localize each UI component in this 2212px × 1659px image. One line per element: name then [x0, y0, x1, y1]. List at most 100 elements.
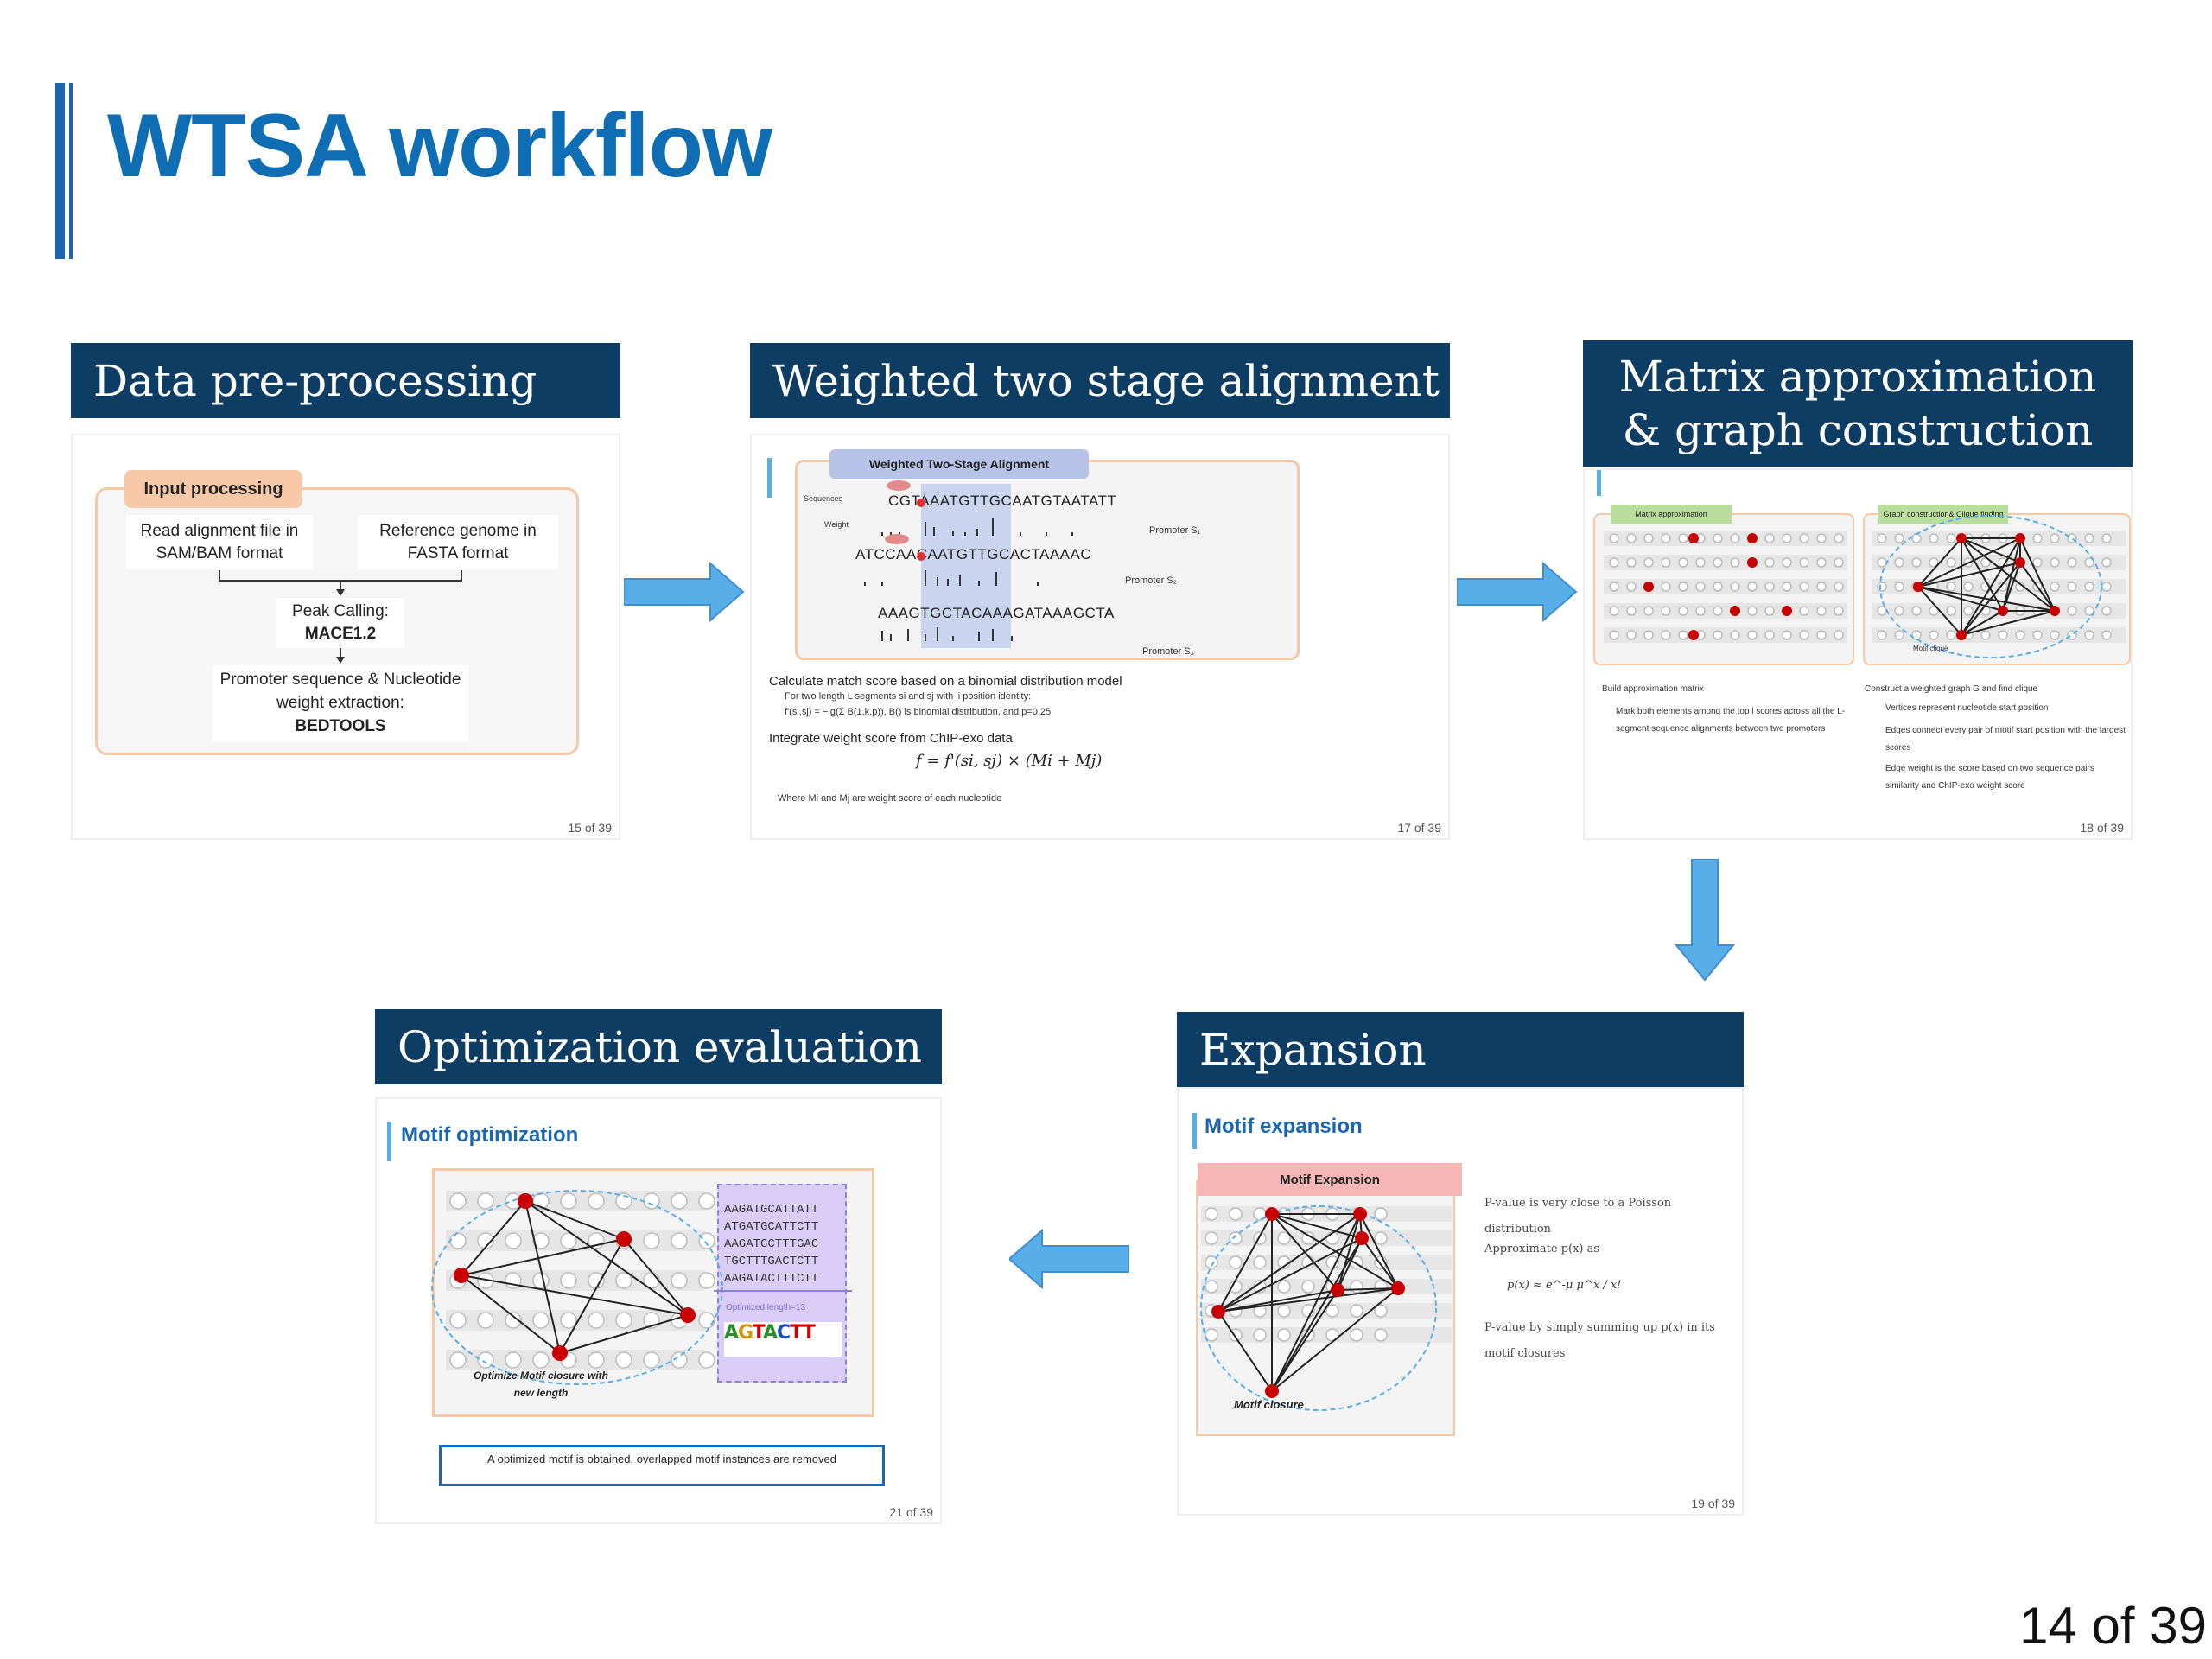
grid-circle	[1713, 630, 1723, 640]
grid-circle	[1205, 1207, 1218, 1221]
grid-circle	[1678, 557, 1688, 568]
grid-circle	[1205, 1255, 1218, 1269]
matrix-grid	[1604, 515, 2126, 658]
grid-circle	[698, 1272, 715, 1289]
graph-edge	[1917, 537, 2021, 588]
matrix-row	[1604, 627, 1847, 643]
expansion-b1: P-value is very close to a Poisson distr…	[1484, 1197, 1672, 1236]
grid-circle	[1834, 630, 1844, 640]
arrow-right-icon	[624, 562, 745, 622]
graph-edge	[1359, 1213, 1399, 1289]
grid-circle	[532, 1232, 550, 1249]
graph-edge	[2019, 537, 2056, 612]
graph-node	[1913, 582, 1923, 592]
grid-circle	[1609, 630, 1619, 640]
step1a-text: For two length L segments si and sj with…	[785, 691, 1032, 702]
grid-circle	[1799, 582, 1809, 592]
matrix-marked-cell	[1688, 630, 1699, 640]
alignment-highlight	[921, 484, 1011, 648]
graph-node	[1331, 1283, 1344, 1297]
graph-edge	[461, 1274, 561, 1354]
graph-edge	[1217, 1213, 1273, 1313]
graph-edge	[524, 1200, 561, 1354]
grid-circle	[1894, 557, 1904, 568]
grid-circle	[2101, 606, 2112, 616]
seq-label: Sequences	[804, 494, 843, 503]
graph-edge	[1271, 1289, 1338, 1392]
matrix-header: Matrix approximation & graph constructio…	[1583, 340, 2133, 467]
grid-circle	[1998, 630, 2008, 640]
grid-circle	[1374, 1304, 1388, 1318]
title-accent-bar	[55, 83, 65, 259]
grid-circle	[1998, 582, 2008, 592]
grid-circle	[1713, 606, 1723, 616]
grid-circle	[1747, 630, 1758, 640]
grid-circle	[2032, 557, 2043, 568]
grid-circle	[560, 1232, 577, 1249]
optimization-accent	[387, 1122, 391, 1161]
grid-circle	[2050, 630, 2060, 640]
clique-label: Motif clique	[1913, 645, 1948, 652]
graph-node	[518, 1193, 533, 1209]
graph-edge	[1271, 1213, 1361, 1392]
grid-circle	[1782, 533, 1792, 543]
grid-circle	[2084, 606, 2094, 616]
grid-circle	[449, 1192, 467, 1210]
matrix-row	[1604, 603, 1847, 619]
grid-circle	[505, 1312, 522, 1329]
grid-circle	[1730, 630, 1740, 640]
alignment-formula: f = f'(si, sj) × (Mi + Mj)	[916, 752, 1103, 770]
matrix-marked-cell	[1747, 533, 1758, 543]
grid-circle	[1205, 1231, 1218, 1245]
optimization-subtitle: Motif optimization	[401, 1123, 579, 1147]
graph-edge	[2002, 537, 2021, 612]
graph-node	[2015, 557, 2025, 568]
promoter-box: Promoter sequence & Nucleotide weight ex…	[213, 665, 468, 741]
grid-circle	[1894, 582, 1904, 592]
grid-circle	[698, 1192, 715, 1210]
grid-circle	[2101, 557, 2112, 568]
graph-edge	[524, 1200, 625, 1240]
grid-circle	[1609, 606, 1619, 616]
grid-circle	[2067, 606, 2077, 616]
grid-circle	[1661, 582, 1671, 592]
grid-circle	[1764, 582, 1775, 592]
alignment-page-number: 17 of 39	[1397, 821, 1441, 835]
grid-circle	[1877, 533, 1887, 543]
grid-circle	[1374, 1328, 1388, 1342]
grid-circle	[2084, 533, 2094, 543]
grid-circle	[1277, 1328, 1291, 1342]
expansion-formula: p(x) ≈ e^-μ μ^x / x!	[1507, 1279, 1622, 1292]
grid-circle	[1877, 557, 1887, 568]
graph-node	[1265, 1207, 1279, 1221]
grid-circle	[1695, 582, 1706, 592]
graph-node	[680, 1307, 696, 1323]
grid-circle	[1816, 606, 1827, 616]
graph-node	[616, 1231, 632, 1247]
grid-circle	[671, 1272, 688, 1289]
read-file-box: Read alignment file in SAM/BAM format	[126, 515, 313, 569]
grid-circle	[560, 1192, 577, 1210]
prom3-label: Promoter S₃	[1142, 646, 1195, 657]
graph-edge	[524, 1200, 689, 1316]
grid-circle	[1626, 630, 1637, 640]
grid-circle	[2032, 630, 2043, 640]
grid-circle	[1980, 630, 1991, 640]
grid-circle	[1963, 582, 1974, 592]
peak-calling-label: Peak Calling:	[292, 602, 389, 620]
matrix-page-number: 18 of 39	[2080, 821, 2124, 835]
grid-circle	[2050, 582, 2060, 592]
graph-edge	[1961, 537, 2021, 563]
grid-circle	[1799, 606, 1809, 616]
grid-circle	[560, 1312, 577, 1329]
grid-circle	[532, 1351, 550, 1369]
opt-closure-outline	[431, 1190, 723, 1385]
grid-circle	[2084, 557, 2094, 568]
grid-circle	[505, 1232, 522, 1249]
grid-circle	[477, 1351, 494, 1369]
grid-circle	[1350, 1304, 1363, 1318]
graph-node	[1998, 606, 2008, 616]
matrix-marked-cell	[1688, 533, 1699, 543]
matrix-right-text4: Edge weight is the score based on two se…	[1885, 764, 2094, 791]
graph-edge	[559, 1314, 689, 1354]
